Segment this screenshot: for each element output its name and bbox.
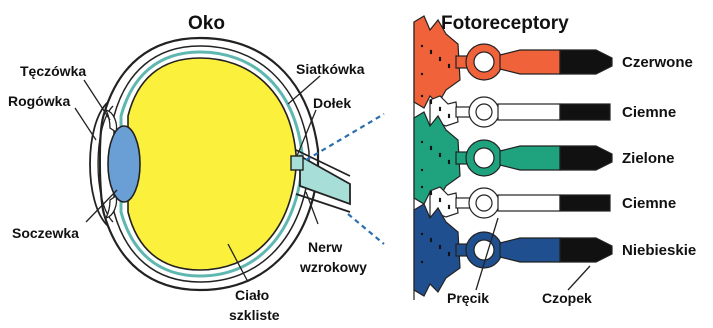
row-label-4: Ciemne [622,195,676,212]
cell-nucleus-center [474,148,494,168]
pointer-iris [84,80,110,120]
stipple-dot [421,186,423,188]
stipple-dot [439,245,441,247]
stipple-dot [448,252,450,254]
photoreceptors-title: Fotoreceptory [441,13,569,34]
stipple-dot [430,238,432,240]
cell-inner-segment [500,50,560,74]
photoreceptor-row-5 [414,204,612,296]
stipple-dot [448,205,450,207]
cell-nucleus-center [476,195,492,211]
stipple-dot [421,95,423,97]
label-cornea: Rogówka [8,93,70,109]
pointer-cornea [75,108,96,140]
label-retina: Siatkówka [296,61,365,77]
cone-outer-segment [560,238,612,262]
cell-nucleus-center [476,104,492,120]
stipple-dot [421,261,423,263]
stipple-dot [430,100,432,102]
stipple-dot [448,160,450,162]
label-cone: Czopek [542,290,592,306]
stipple-dot [439,57,441,59]
fovea-marker [291,156,303,170]
label-lens: Soczewka [12,225,79,241]
label-vitreous-1: Ciało [235,287,269,303]
cell-nucleus-center [474,52,494,72]
rod-inner-segment [498,195,560,211]
stipple-dot [421,233,423,235]
photoreceptor-diagram: Fotoreceptory Pręcik Czopek CzerwoneCiem… [414,13,696,306]
stipple-dot [448,64,450,66]
stipple-dot [430,191,432,193]
photoreceptor-row-2 [421,95,610,127]
stipple-dot [430,146,432,148]
photoreceptor-cells [414,16,612,300]
label-fovea: Dołek [313,95,351,111]
stipple-dot [421,141,423,143]
lens [108,126,140,202]
photoreceptor-row-4 [421,186,610,218]
stipple-dot [430,50,432,52]
cell-inner-segment [500,146,560,170]
row-label-2: Ciemne [622,104,676,121]
eye-vitreous [128,58,296,270]
pointer-cone [568,266,590,290]
label-nerve-2: wzrokowy [299,259,367,275]
rod-inner-segment [498,104,560,120]
label-rod: Pręcik [447,290,489,306]
stipple-dot [421,169,423,171]
eye-diagram: Oko Tęczówka Rogówka Soczewka Siatkówka … [8,13,384,323]
label-nerve-1: Nerw [308,239,342,255]
row-label-5: Niebieskie [622,242,696,259]
label-iris: Tęczówka [20,63,86,79]
label-vitreous-2: szkliste [229,307,280,323]
eye-title: Oko [188,13,225,34]
row-label-3: Zielone [622,150,675,167]
cone-outer-segment [560,50,612,74]
cell-inner-segment [500,238,560,262]
cone-outer-segment [560,146,612,170]
stipple-dot [448,114,450,116]
row-label-1: Czerwone [622,54,693,71]
stipple-dot [421,45,423,47]
cell-body [414,204,460,296]
stipple-dot [439,198,441,200]
stipple-dot [439,107,441,109]
rod-outer-segment [560,104,610,120]
stipple-dot [439,153,441,155]
zoom-line-bottom [348,214,384,244]
stipple-dot [421,73,423,75]
zoom-line-top [306,114,384,160]
rod-outer-segment [560,195,610,211]
